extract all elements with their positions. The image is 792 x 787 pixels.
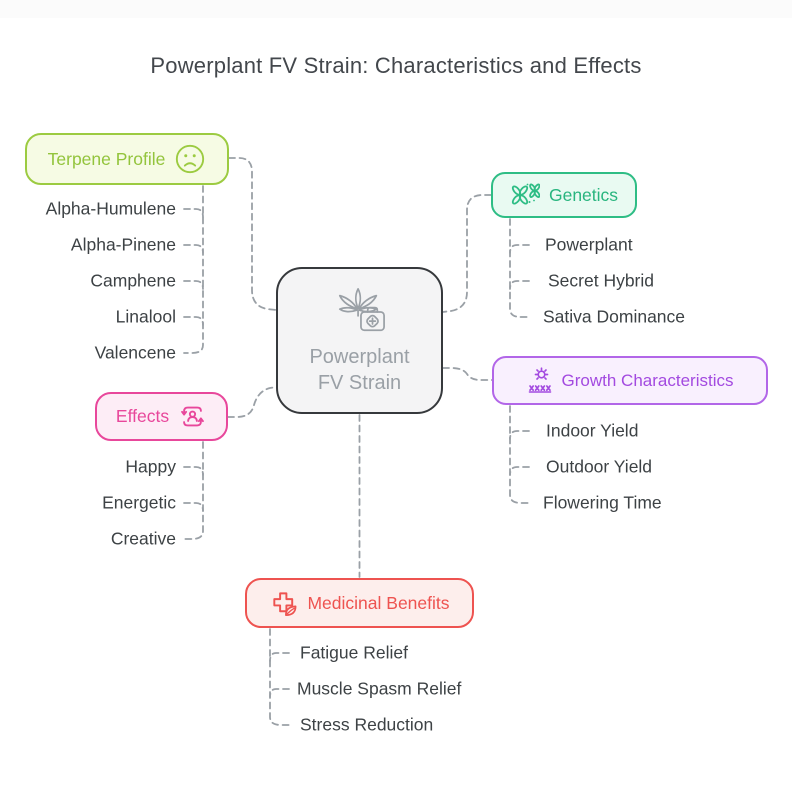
center-node: Powerplant FV Strain bbox=[276, 267, 443, 414]
branch-effects: Effects bbox=[95, 392, 228, 441]
list-item-genetics: Powerplant bbox=[545, 234, 633, 255]
list-item-terpene: Camphene bbox=[90, 270, 176, 291]
branch-medicinal-benefits-label: Medicinal Benefits bbox=[307, 592, 450, 613]
list-item-terpene: Alpha-Humulene bbox=[45, 198, 176, 219]
medical-cross-leaf-icon bbox=[273, 591, 297, 616]
branch-effects-label: Effects bbox=[115, 406, 170, 426]
chromosome-icon bbox=[511, 183, 540, 205]
list-item-terpene: Linalool bbox=[115, 306, 176, 327]
branch-medicinal-benefits: Medicinal Benefits bbox=[245, 578, 474, 628]
list-item-growth: Indoor Yield bbox=[546, 420, 639, 441]
list-item-terpene: Alpha-Pinene bbox=[70, 234, 176, 255]
list-item-terpene: Valencene bbox=[94, 342, 176, 363]
list-item-medicinal: Muscle Spasm Relief bbox=[297, 678, 462, 699]
top-strip bbox=[0, 0, 792, 18]
cannabis-medkit-icon bbox=[338, 287, 385, 331]
branch-terpene-profile: Terpene Profile bbox=[25, 133, 229, 185]
list-item-genetics: Secret Hybrid bbox=[548, 270, 655, 291]
list-item-effects: Happy bbox=[125, 456, 176, 477]
center-node-label: Powerplant FV Strain bbox=[309, 345, 410, 394]
branch-terpene-profile-label: Terpene Profile bbox=[47, 148, 166, 169]
branch-growth-characteristics: Growth Characteristics bbox=[492, 356, 768, 405]
list-item-growth: Outdoor Yield bbox=[546, 456, 653, 477]
person-sync-icon bbox=[181, 406, 205, 427]
list-item-genetics: Sativa Dominance bbox=[543, 306, 686, 327]
list-item-growth: Flowering Time bbox=[543, 492, 662, 513]
confused-face-icon bbox=[176, 144, 205, 174]
list-item-effects: Creative bbox=[110, 528, 176, 549]
sun-crops-icon bbox=[528, 367, 551, 393]
branch-genetics-label: Genetics bbox=[548, 184, 619, 205]
branch-genetics: Genetics bbox=[491, 172, 637, 218]
list-item-medicinal: Fatigue Relief bbox=[300, 642, 408, 663]
list-item-medicinal: Stress Reduction bbox=[300, 714, 434, 735]
list-item-effects: Energetic bbox=[102, 492, 176, 513]
page-title: Powerplant FV Strain: Characteristics an… bbox=[150, 53, 642, 78]
branch-growth-characteristics-label: Growth Characteristics bbox=[561, 370, 734, 390]
